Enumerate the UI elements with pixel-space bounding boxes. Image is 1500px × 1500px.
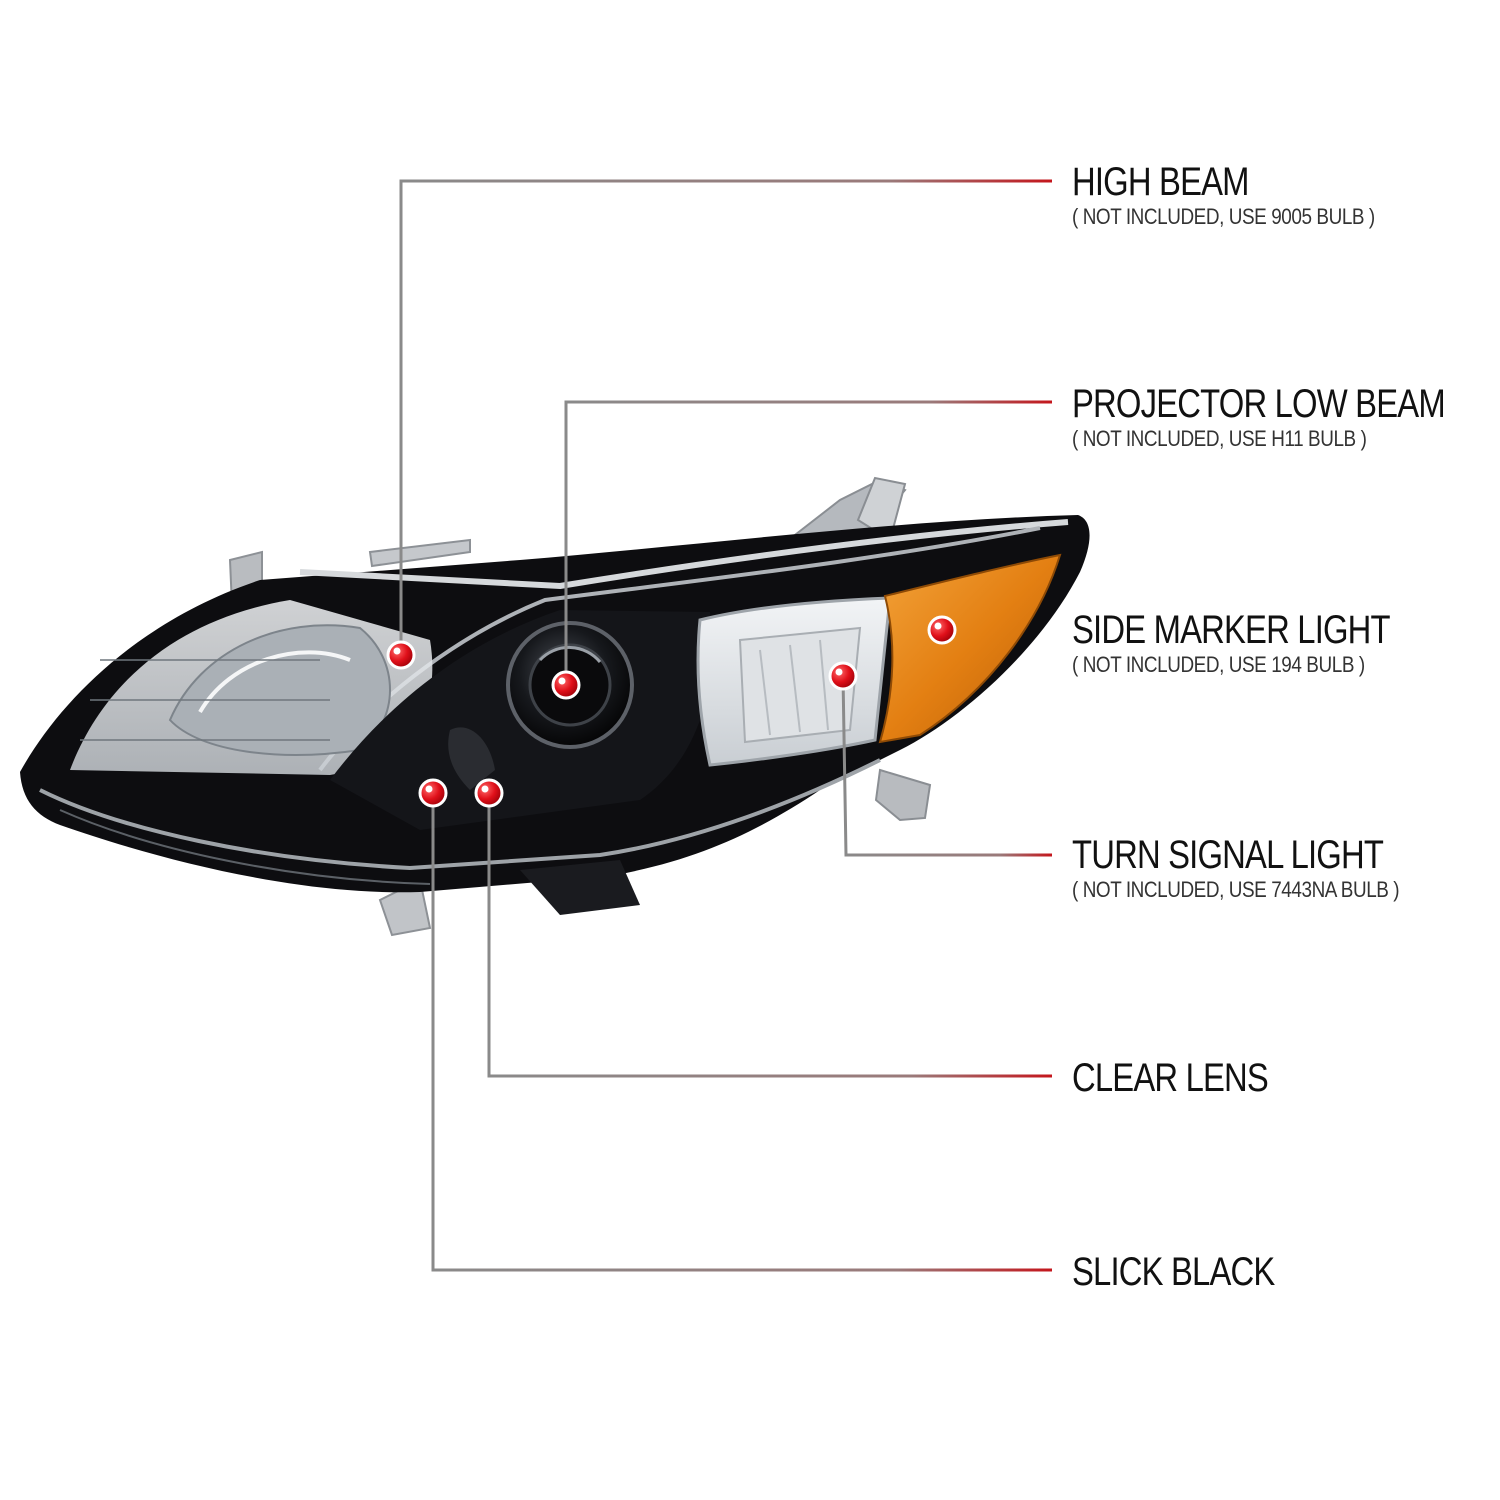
marker-side-marker	[927, 615, 957, 645]
callout-note: ( NOT INCLUDED, USE 7443NA BULB )	[1072, 877, 1400, 902]
callout-title: PROJECTOR LOW BEAM	[1072, 382, 1446, 426]
callout-title: CLEAR LENS	[1072, 1056, 1269, 1100]
callout-projector-low-beam: PROJECTOR LOW BEAM ( NOT INCLUDED, USE H…	[1072, 382, 1500, 452]
callout-title: SIDE MARKER LIGHT	[1072, 608, 1391, 652]
callout-slick-black: SLICK BLACK	[1072, 1250, 1319, 1294]
leader-slick-black	[431, 793, 1052, 1272]
callout-high-beam: HIGH BEAM ( NOT INCLUDED, USE 9005 BULB …	[1072, 160, 1424, 230]
marker-slick-black	[418, 778, 448, 808]
callout-note: ( NOT INCLUDED, USE H11 BULB )	[1072, 426, 1367, 451]
leader-projector-low-beam	[564, 400, 1052, 685]
leader-high-beam	[399, 179, 1052, 655]
leader-clear-lens	[487, 793, 1052, 1078]
headlight-body	[20, 476, 1090, 937]
marker-clear-lens	[474, 778, 504, 808]
callout-title: TURN SIGNAL LIGHT	[1072, 833, 1384, 877]
callout-side-marker: SIDE MARKER LIGHT ( NOT INCLUDED, USE 19…	[1072, 608, 1460, 678]
marker-turn-signal	[828, 661, 858, 691]
marker-projector-low-beam	[551, 670, 581, 700]
marker-dots	[386, 615, 957, 808]
marker-high-beam	[386, 640, 416, 670]
leader-turn-signal	[841, 675, 1052, 857]
callout-clear-lens: CLEAR LENS	[1072, 1056, 1311, 1100]
callout-title: SLICK BLACK	[1072, 1250, 1275, 1294]
callout-turn-signal: TURN SIGNAL LIGHT ( NOT INCLUDED, USE 74…	[1072, 833, 1452, 903]
leader-lines	[399, 179, 1052, 1272]
callout-note: ( NOT INCLUDED, USE 9005 BULB )	[1072, 204, 1375, 229]
callout-title: HIGH BEAM	[1072, 160, 1250, 204]
callout-note: ( NOT INCLUDED, USE 194 BULB )	[1072, 652, 1365, 677]
